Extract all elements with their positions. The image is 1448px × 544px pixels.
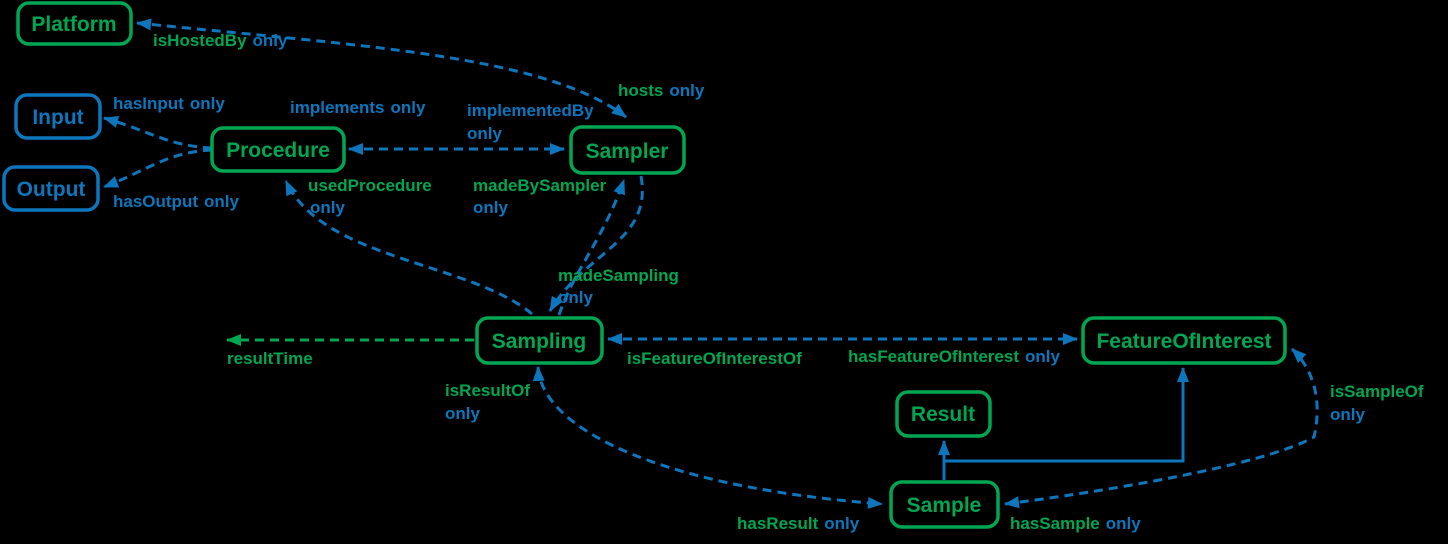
edge-subclass-sample-featureofinterest [944, 367, 1189, 463]
node-sample-box [889, 480, 1000, 529]
node-input: Input [14, 93, 102, 140]
edge-hasresult-isresultof [532, 366, 883, 509]
node-output-label: Output [17, 178, 86, 201]
edge-hassample-issampleof [1004, 347, 1319, 509]
edge-ishostedby-hosts [136, 18, 627, 119]
label-implementedby: implementedBy [467, 101, 594, 120]
label-madebysampler: madeBySampler [473, 176, 607, 195]
label-madesampling: madeSampling [558, 266, 679, 285]
label-madebysampler-only: only [473, 198, 508, 217]
label-isresultof-only: only [445, 404, 480, 423]
label-usedprocedure-only: only [310, 198, 345, 217]
node-sampler: Sampler [569, 125, 686, 175]
node-sampling-label: Sampling [492, 330, 587, 353]
node-sampler-box [569, 125, 686, 175]
node-featureofinterest-label: FeatureOfInterest [1096, 330, 1271, 353]
node-platform: Platform [16, 1, 133, 46]
node-sampler-label: Sampler [586, 140, 669, 163]
node-procedure-box [210, 126, 346, 173]
edge-hasinput [103, 116, 213, 150]
node-sample: Sample [889, 480, 1000, 529]
node-input-box [14, 93, 102, 140]
label-issampleof: isSampleOf [1330, 382, 1424, 401]
node-sampling-box [475, 316, 604, 365]
node-result-label: Result [911, 403, 975, 426]
node-platform-box [16, 1, 133, 46]
label-isfeatureofinterestof: isFeatureOfInterestOf [627, 349, 802, 368]
node-output-box [2, 165, 100, 212]
node-result: Result [895, 390, 992, 438]
label-implementedby-only: only [467, 124, 502, 143]
node-input-label: Input [32, 106, 83, 129]
node-sampling: Sampling [475, 316, 604, 365]
edge-madebysampler [557, 179, 626, 316]
node-procedure-label: Procedure [226, 139, 330, 162]
label-madesampling-only: only [558, 288, 593, 307]
node-featureofinterest-box [1081, 316, 1287, 365]
node-featureofinterest: FeatureOfInterest [1081, 316, 1287, 365]
node-procedure: Procedure [210, 126, 346, 173]
node-output: Output [2, 165, 100, 212]
node-result-box [895, 390, 992, 438]
label-resulttime: resultTime [227, 349, 313, 368]
label-issampleof-only: only [1330, 405, 1365, 424]
node-sample-label: Sample [907, 494, 982, 517]
edge-usedprocedure [284, 180, 533, 316]
edge-madesampling [548, 175, 644, 312]
node-platform-label: Platform [31, 13, 116, 36]
label-isresultof: isResultOf [445, 381, 530, 400]
edge-hasoutput [103, 148, 213, 189]
label-usedprocedure: usedProcedure [308, 176, 432, 195]
